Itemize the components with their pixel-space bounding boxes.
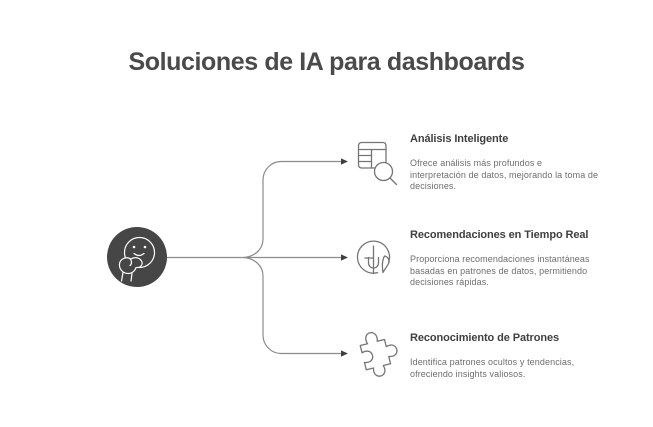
realtime-clock-icon: [356, 240, 391, 275]
connector-bottom: [243, 256, 342, 355]
puzzle-icon: [359, 331, 398, 377]
connector-top: [243, 160, 342, 259]
table-search-icon: [357, 141, 398, 186]
connector-lines: [167, 158, 348, 357]
arrowhead-top: [341, 158, 348, 165]
feature-title: Reconocimiento de Patrones: [410, 332, 559, 344]
feature-description: Ofrece análisis más profundos e interpre…: [410, 158, 599, 191]
page-title: Soluciones de IA para dashboards: [128, 48, 525, 76]
feature-item-recomendaciones: Recomendaciones en Tiempo Real Proporcio…: [410, 229, 600, 289]
feature-description: Identifica patrones ocultos y tendencias…: [410, 357, 575, 379]
feature-item-patrones: Reconocimiento de Patrones Identifica pa…: [410, 332, 600, 380]
arrowhead-bottom: [341, 350, 348, 357]
feature-title: Análisis Inteligente: [410, 133, 509, 145]
feature-title: Recomendaciones en Tiempo Real: [410, 229, 589, 241]
feature-item-analisis: Análisis Inteligente Ofrece análisis más…: [410, 133, 600, 193]
thinking-face-icon: [107, 227, 167, 287]
arrowhead-middle: [341, 254, 348, 261]
feature-description: Proporciona recomendaciones instantáneas…: [410, 254, 590, 287]
